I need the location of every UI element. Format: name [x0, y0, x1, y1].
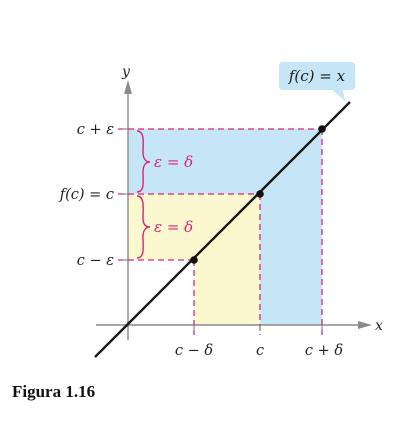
function-label: f(c) = x	[288, 67, 346, 85]
blue-region-right-band	[260, 194, 322, 325]
point-c-plus-delta	[318, 125, 326, 133]
x-axis-label: x	[375, 318, 383, 334]
y-tick-middle: f(c) = c	[59, 187, 114, 203]
x-tick-middle: c	[256, 343, 264, 359]
y-tick-top: c + ε	[77, 122, 114, 138]
point-c-minus-delta	[190, 256, 198, 264]
y-tick-bottom: c − ε	[77, 253, 114, 269]
function-label-callout	[279, 62, 355, 101]
upper-brace	[136, 130, 151, 193]
function-line	[94, 101, 351, 358]
y-axis-label: y	[121, 64, 131, 80]
x-tick-left: c − δ	[175, 343, 213, 359]
blue-region-top-band	[194, 129, 322, 194]
yellow-region-left-band	[128, 194, 194, 260]
y-axis-arrowhead	[124, 80, 132, 94]
lower-brace	[136, 195, 151, 259]
dashed-guides	[118, 128, 323, 335]
x-tick-right: c + δ	[305, 343, 343, 359]
x-axis-arrowhead	[358, 321, 372, 329]
brace-label-upper: ε = δ	[154, 153, 193, 171]
point-c	[256, 190, 264, 198]
figure-caption: Figura 1.16	[12, 382, 95, 401]
brace-label-lower: ε = δ	[154, 218, 193, 236]
axis-ticks	[122, 128, 323, 331]
yellow-region-lower	[194, 194, 260, 325]
